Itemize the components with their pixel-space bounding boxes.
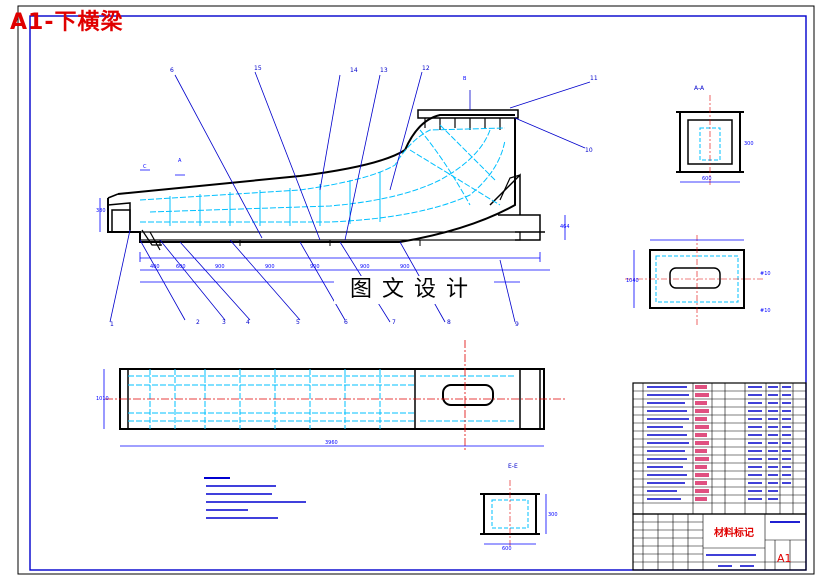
drawing-number: A1: [777, 552, 792, 565]
svg-text:12: 12: [422, 65, 430, 72]
inner-border: [29, 15, 807, 571]
section-ee-view: E-E 600 300: [480, 463, 558, 552]
svg-text:B: B: [463, 76, 467, 82]
svg-text:2: 2: [196, 319, 200, 326]
svg-text:10: 10: [585, 147, 593, 154]
drawing-title: A1-下横梁: [10, 10, 124, 35]
svg-text:#10: #10: [760, 271, 771, 277]
svg-text:900: 900: [360, 264, 370, 270]
svg-text:900: 900: [400, 264, 410, 270]
svg-text:900: 900: [215, 264, 225, 270]
svg-text:300: 300: [548, 512, 558, 518]
svg-text:#10: #10: [760, 308, 771, 314]
svg-text:15: 15: [254, 65, 262, 72]
svg-text:900: 900: [265, 264, 275, 270]
bom-table: [632, 382, 807, 515]
svg-text:380: 380: [96, 208, 106, 214]
title-block: 材料标记 A1: [632, 513, 807, 571]
outer-border: [17, 5, 815, 575]
svg-text:4: 4: [246, 319, 250, 326]
watermark-text: 图文设计: [334, 276, 494, 304]
technical-notes-heading: [204, 474, 232, 484]
svg-text:6: 6: [344, 319, 348, 326]
plan-view: 3960 1010: [96, 340, 565, 450]
svg-text:9: 9: [515, 321, 519, 328]
material-label: 材料标记: [714, 526, 754, 539]
svg-text:C: C: [143, 164, 147, 170]
svg-text:8: 8: [447, 319, 451, 326]
svg-text:900: 900: [310, 264, 320, 270]
svg-text:600: 600: [702, 176, 712, 182]
svg-text:600: 600: [176, 264, 186, 270]
svg-text:14: 14: [350, 67, 358, 74]
svg-text:600: 600: [502, 546, 512, 552]
svg-text:1040: 1040: [626, 278, 639, 284]
svg-text:464: 464: [560, 224, 570, 230]
technical-notes: [206, 483, 316, 530]
section-ee-label: E-E: [508, 463, 518, 470]
section-aa-label: A-A: [694, 85, 705, 92]
svg-text:3960: 3960: [325, 440, 338, 446]
section-aa-view: A-A 600 300: [676, 85, 754, 185]
section-b-view: 1040 #10 #10: [625, 235, 771, 325]
svg-text:5: 5: [296, 319, 300, 326]
svg-text:1: 1: [110, 321, 114, 328]
svg-text:400: 400: [150, 264, 160, 270]
svg-text:3: 3: [222, 319, 226, 326]
svg-text:6: 6: [170, 67, 174, 74]
svg-text:11: 11: [590, 75, 598, 82]
svg-text:1010: 1010: [96, 396, 109, 402]
svg-text:A: A: [178, 158, 182, 164]
svg-text:13: 13: [380, 67, 388, 74]
svg-text:7: 7: [392, 319, 396, 326]
svg-text:300: 300: [744, 141, 754, 147]
